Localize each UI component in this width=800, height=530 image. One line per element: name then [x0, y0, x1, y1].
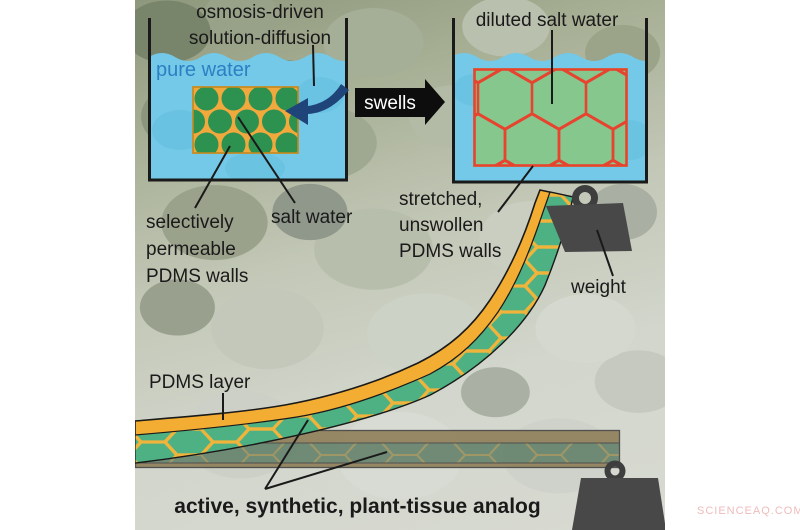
- bottom-weight-ring-icon: [604, 460, 626, 482]
- pdms-layer-label: PDMS layer: [149, 372, 251, 393]
- left-panel-title-line1: osmosis-driven: [196, 2, 324, 23]
- swells-label: swells: [364, 93, 416, 114]
- weight-label: weight: [571, 277, 626, 298]
- diagram-canvas: [135, 18, 665, 530]
- left-cell-block: [192, 86, 299, 154]
- leader-lines: [194, 30, 614, 490]
- permeable-line: permeable: [146, 239, 236, 260]
- osmosis-arrow-icon: [285, 84, 349, 125]
- caption: active, synthetic, plant-tissue analog: [174, 495, 541, 518]
- pdms-walls-line2: PDMS walls: [399, 241, 502, 262]
- ghost-beam: [135, 429, 621, 469]
- unswollen-line: unswollen: [399, 215, 484, 236]
- left-tank-walls: [148, 18, 348, 182]
- right-tank-walls: [452, 18, 648, 184]
- left-panel-title-line2: solution-diffusion: [188, 28, 332, 49]
- salt-water-label: salt water: [271, 207, 353, 228]
- right-cell-block: [473, 68, 628, 167]
- pdms-walls-line: PDMS walls: [146, 266, 249, 287]
- right-panel-title: diluted salt water: [475, 10, 619, 31]
- stretched-line: stretched,: [399, 189, 483, 210]
- selectively-permeable-label: selectively permeable PDMS walls: [146, 209, 248, 290]
- bottom-weight: [572, 460, 665, 530]
- left-panel-title: osmosis-driven solution-diffusion: [171, 0, 349, 52]
- selectively-line: selectively: [146, 212, 234, 233]
- pure-water-label: pure water: [156, 59, 251, 81]
- swells-arrow-icon: [355, 79, 445, 125]
- top-weight: [546, 185, 632, 252]
- figure-content: osmosis-driven solution-diffusion pure w…: [135, 0, 665, 530]
- stretched-unswollen-label: stretched, unswollen PDMS walls: [399, 187, 501, 265]
- watermark: SCIENCEAQ.COM: [697, 505, 800, 517]
